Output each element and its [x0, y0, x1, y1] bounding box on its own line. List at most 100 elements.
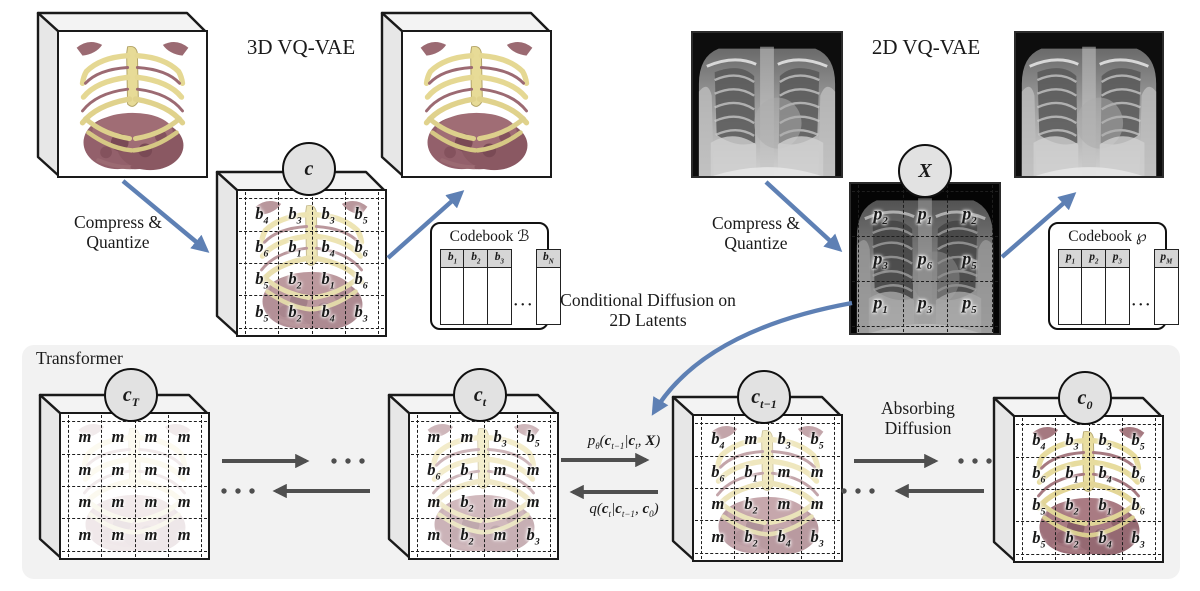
- latent-token: m: [144, 427, 158, 447]
- codebook-entry: b2: [463, 249, 489, 325]
- latent-token: m: [427, 427, 441, 447]
- latent-token: m: [493, 524, 507, 544]
- grid-line: [1016, 521, 1161, 523]
- latent-token: m: [526, 459, 540, 479]
- latent-token: b2: [288, 269, 302, 292]
- latent-token: m: [526, 492, 540, 512]
- grid-line: [239, 295, 384, 297]
- latent-x-circle: X: [898, 144, 952, 198]
- latent-token: m: [427, 524, 441, 544]
- grid-line: [858, 185, 860, 332]
- latent-token: b5: [810, 429, 824, 452]
- grid-line: [239, 327, 384, 329]
- codebook-entry: p3: [1104, 249, 1130, 325]
- grid-line: [411, 453, 556, 455]
- latent-token: b5: [354, 204, 368, 227]
- latent-token: b1: [1098, 495, 1112, 518]
- ct-volume-recon-box: [380, 11, 552, 178]
- latent-token: m: [144, 524, 158, 544]
- box-left-face: [36, 11, 61, 178]
- latent-token: b3: [526, 524, 540, 547]
- latent-token: b3: [1131, 527, 1145, 550]
- latent-token: b6: [354, 269, 368, 292]
- latent-token: p3: [917, 292, 933, 317]
- grid-line: [1016, 456, 1161, 458]
- chest-xray-render: [693, 33, 841, 176]
- latent-token: b2: [288, 301, 302, 324]
- ribcage-render: [59, 32, 206, 176]
- latent-token: p1: [917, 203, 933, 227]
- transformer-title: Transformer: [36, 348, 123, 368]
- box-left-face: [38, 393, 63, 560]
- grid-line: [62, 453, 207, 455]
- box-left-face: [387, 393, 412, 560]
- latent-token: m: [78, 459, 92, 479]
- box-left-face: [380, 11, 405, 178]
- latent-token: b1: [1065, 462, 1079, 486]
- latent-token: b2: [744, 526, 758, 549]
- latent-token: m: [78, 524, 92, 544]
- latent-token: b5: [255, 301, 269, 324]
- state-ct-circle: ct: [453, 368, 507, 422]
- latent-token: b1: [460, 459, 474, 483]
- grid-line: [902, 185, 904, 332]
- grid-line: [1016, 489, 1161, 490]
- codebook-ellipsis: ···: [513, 297, 535, 313]
- codebook-entry: b3: [486, 249, 512, 325]
- grid-line: [411, 486, 556, 487]
- latent-token: m: [777, 461, 791, 481]
- latent-token: b6: [1131, 495, 1145, 518]
- latent-token: m: [711, 526, 725, 546]
- latent-token: p3: [873, 248, 888, 272]
- latent-token: b1: [288, 236, 302, 260]
- latent-token: b3: [1098, 430, 1112, 453]
- codebook-entry: bN: [535, 249, 561, 325]
- latent-token: m: [810, 461, 824, 481]
- latent-token: m: [111, 427, 125, 447]
- grid-line: [239, 230, 384, 232]
- latent-token: m: [111, 524, 125, 544]
- latent-token: b4: [777, 526, 791, 549]
- grid-line: [1016, 553, 1161, 555]
- vqvae3d-title: 3D VQ-VAE: [246, 35, 356, 59]
- latent-token: p2: [873, 203, 888, 227]
- grid-line: [695, 455, 840, 457]
- latent-token: b2: [1065, 495, 1079, 518]
- latent-token: m: [144, 459, 158, 479]
- vqvae2d-title: 2D VQ-VAE: [871, 35, 981, 59]
- grid-line: [852, 325, 998, 327]
- latent-token: m: [111, 459, 125, 479]
- forward-formula: pθ(ct−1|ct, X): [587, 433, 661, 451]
- latent-token: m: [711, 494, 725, 514]
- box-left-face: [671, 395, 696, 562]
- grid-line: [239, 263, 384, 264]
- latent-token: b4: [1098, 527, 1112, 550]
- ct-volume-image: [57, 30, 208, 178]
- state-ct1-circle: ct−1: [737, 370, 791, 424]
- codebook-entry: pM: [1153, 249, 1179, 325]
- latent-token: p5: [962, 248, 977, 272]
- latent-token: b3: [1065, 430, 1079, 453]
- latent-token: m: [144, 492, 158, 512]
- grid-line: [62, 486, 207, 487]
- codebook-p: Codebook ℘ p1 p2 p3 ··· pM: [1048, 222, 1179, 330]
- grid-line: [991, 185, 993, 332]
- latent-token: b3: [288, 204, 302, 227]
- latent-token: b2: [460, 524, 474, 547]
- latent-token: m: [744, 429, 758, 449]
- codebook-entry: p2: [1081, 249, 1107, 325]
- grid-line: [411, 550, 556, 552]
- grid-line: [852, 236, 998, 238]
- latent-token: b6: [255, 236, 269, 260]
- latent-token: b1: [744, 461, 758, 485]
- reverse-formula: q(ct|ct−1, c0): [589, 501, 659, 519]
